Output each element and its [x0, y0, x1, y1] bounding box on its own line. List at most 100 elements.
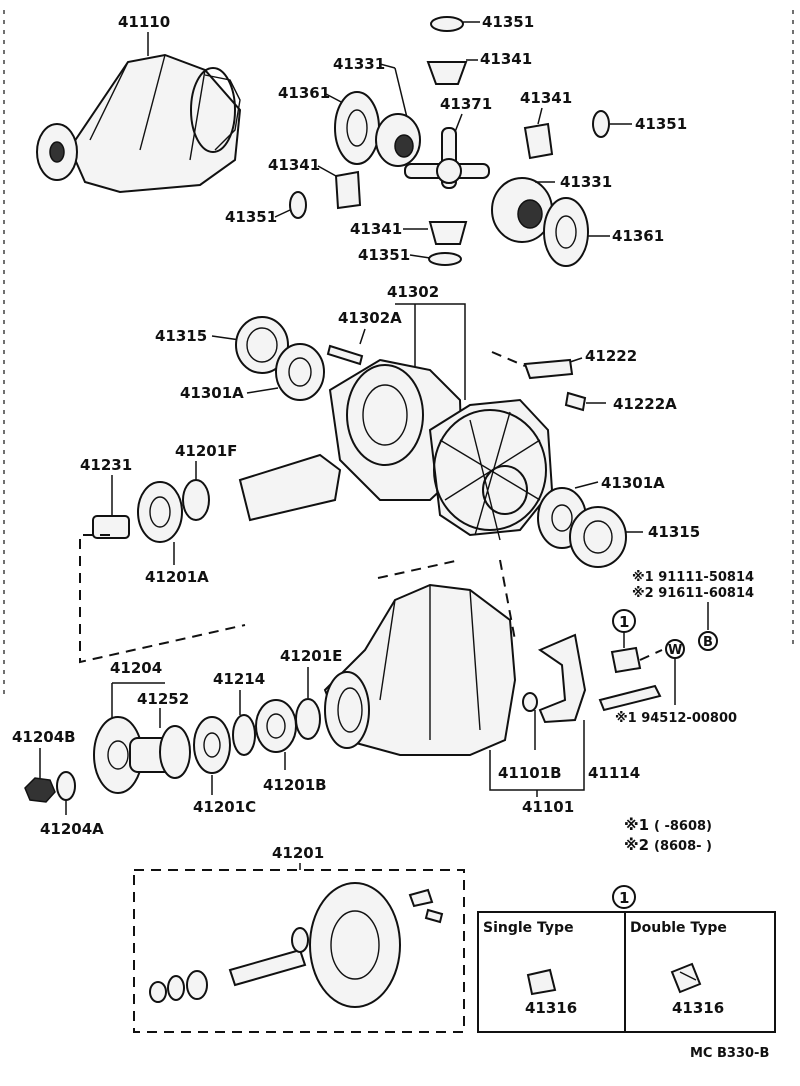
- thrust-washer-right: [592, 110, 610, 138]
- collapsible-spacer-41214: [232, 714, 256, 756]
- note1-range: ( -8608): [654, 819, 712, 834]
- ring-gear-and-case: [238, 358, 554, 541]
- leader-41302A: [359, 328, 366, 345]
- note1-mark: ※1: [624, 816, 649, 834]
- label-41315-right: 41315: [648, 523, 700, 541]
- plate-double-41316: [670, 962, 702, 994]
- oil-seal-41252: [159, 725, 191, 779]
- label-41331-left: 41331: [333, 55, 385, 73]
- side-gear-washer-left: [334, 91, 380, 165]
- label-41101: 41101: [522, 798, 574, 816]
- label-41204A: 41204A: [40, 820, 104, 838]
- washer-number: ※1 94512-00800: [615, 711, 737, 726]
- ring-pinion-kit-drawing: [149, 882, 444, 1008]
- carrier-cover-bolt: [598, 684, 662, 712]
- label-41204: 41204: [110, 659, 162, 677]
- washer-41201F: [182, 479, 210, 521]
- label-41341-left: 41341: [268, 156, 320, 174]
- thrust-washer-bottom: [428, 252, 462, 266]
- pinion-nut: [24, 777, 56, 803]
- pinion-gear-left: [334, 170, 362, 210]
- label-41252: 41252: [137, 690, 189, 708]
- inset-double-title: Double Type: [630, 920, 727, 936]
- leader-41222: [569, 357, 583, 363]
- bearing-41201B: [255, 699, 297, 753]
- bearing-cup-right: [569, 506, 627, 568]
- inset-double-part: 41316: [672, 999, 724, 1017]
- spacer-41231: [92, 515, 130, 539]
- pinion-gear-top: [426, 61, 468, 85]
- bearing-41201C: [193, 716, 231, 774]
- marker-ref-1-text: 1: [619, 613, 629, 631]
- assembly-dashed-left: [79, 534, 246, 664]
- label-41341-top: 41341: [480, 50, 532, 68]
- label-41204B: 41204B: [12, 728, 76, 746]
- inset-single-part: 41316: [525, 999, 577, 1017]
- lock-plate-bolt: [564, 391, 587, 412]
- label-41110: 41110: [118, 13, 170, 31]
- marker-b: [698, 631, 718, 651]
- washer-41201E: [295, 698, 321, 740]
- note2-mark: ※2: [624, 836, 649, 854]
- oil-seal-41101B: [522, 692, 538, 712]
- label-41315-left: 41315: [155, 327, 207, 345]
- label-41201F: 41201F: [175, 442, 237, 460]
- label-41214: 41214: [213, 670, 265, 688]
- bolt-number-2: ※2 91611-60814: [632, 586, 754, 601]
- ring-gear-bolt: [326, 344, 364, 366]
- bearing-41201A: [137, 481, 183, 543]
- leader-41301A-right: [574, 481, 599, 489]
- label-41341-bottom: 41341: [350, 220, 402, 238]
- marker-w-text: W: [668, 643, 682, 658]
- label-41351-right: 41351: [635, 115, 687, 133]
- label-41301A-right: 41301A: [601, 474, 665, 492]
- label-41201C: 41201C: [193, 798, 256, 816]
- note2-range: (8608- ): [654, 839, 712, 854]
- thrust-washer-top: [430, 16, 464, 32]
- label-41114: 41114: [588, 764, 640, 782]
- label-41371: 41371: [440, 95, 492, 113]
- label-41222: 41222: [585, 347, 637, 365]
- thrust-washer-left: [289, 191, 307, 219]
- label-41351-left: 41351: [225, 208, 277, 226]
- pinion-shaft-spider: [404, 127, 490, 189]
- leader-41331-left-a: [379, 63, 396, 69]
- bearing-cap-41114: [537, 633, 587, 724]
- ring-pinion-kit-box: [133, 869, 465, 1033]
- leader-41371: [454, 113, 463, 133]
- bearing-cone-left: [275, 343, 325, 401]
- pinion-gear-bottom: [428, 221, 468, 245]
- label-41201E: 41201E: [280, 647, 342, 665]
- bearing-cup-left: [235, 316, 289, 374]
- pinion-gear-right: [523, 122, 554, 160]
- plate-washer-41204A: [56, 771, 76, 801]
- leader-41351-bottom: [409, 254, 431, 259]
- adjusting-lock-plate: [523, 358, 574, 380]
- leader-41341-right: [537, 107, 543, 125]
- leader-41301A-left: [246, 387, 279, 394]
- label-41331-right: 41331: [560, 173, 612, 191]
- label-41101B: 41101B: [498, 764, 562, 782]
- label-41231: 41231: [80, 456, 132, 474]
- label-41361-left: 41361: [278, 84, 330, 102]
- leader-41315-left: [211, 335, 241, 341]
- leader-41351-left: [274, 209, 291, 218]
- footer-code: MC B330-B: [690, 1046, 769, 1061]
- leader-41341-left: [317, 165, 337, 177]
- inset-marker: [612, 885, 636, 909]
- label-41302: 41302: [387, 283, 439, 301]
- label-41341-right: 41341: [520, 89, 572, 107]
- label-41361-right: 41361: [612, 227, 664, 245]
- side-gear-washer-right: [543, 197, 589, 267]
- carrier-assembly-drawing: [36, 53, 242, 194]
- label-41301A-left: 41301A: [180, 384, 244, 402]
- bolt-number-1: ※1 91111-50814: [632, 570, 754, 585]
- inset-table: [477, 911, 776, 1033]
- carrier-housing: [323, 583, 517, 756]
- assembly-dashed-right: [377, 559, 516, 641]
- label-41351-bottom: 41351: [358, 246, 410, 264]
- label-41302A: 41302A: [338, 309, 402, 327]
- label-41222A: 41222A: [613, 395, 677, 413]
- label-41201: 41201: [272, 844, 324, 862]
